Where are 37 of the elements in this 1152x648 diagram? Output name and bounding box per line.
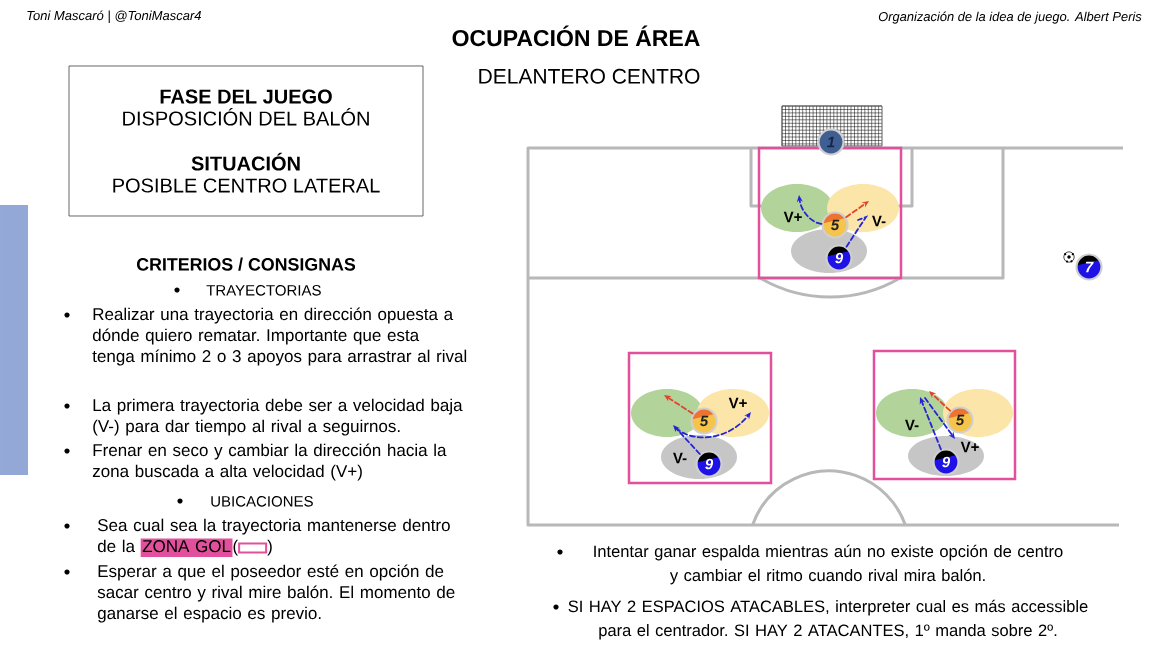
section-heading: CRITERIOS / CONSIGNAS bbox=[136, 257, 356, 271]
arrow bbox=[924, 397, 955, 439]
arrow bbox=[919, 397, 942, 451]
side-bar bbox=[0, 205, 28, 475]
zone-box bbox=[757, 146, 903, 280]
title: OCUPACIÓN DE ÁREA bbox=[452, 25, 700, 47]
dashed-line bbox=[845, 215, 869, 248]
player-token: 5 bbox=[821, 211, 849, 239]
bullet-text: Frenar en seco y cambiar la dirección hacia la zona buscada a alta velocidad (V+) bbox=[92, 443, 447, 481]
highlighted-text: ZONA GOL bbox=[140, 538, 233, 557]
subtitle: DELANTERO CENTRO bbox=[479, 68, 700, 84]
info-box: FASE DEL JUEGO DISPOSICIÓN DEL BALÓN SITUACIÓN POSIBLE CENTRO LATERAL bbox=[68, 65, 424, 217]
bullet-text: Realizar una trayectoria en dirección opuesta a dónde quiero rematar. Importante que esta tenga mínimo 2 o 3 apoyos para arrastrar al rival bbox=[92, 307, 467, 366]
arrow bbox=[929, 391, 951, 412]
list-heading: UBICACIONES bbox=[211, 496, 313, 507]
arrow bbox=[796, 195, 823, 225]
list-heading: TRAYECTORIAS bbox=[206, 285, 321, 296]
bullet-text: Intentar ganar espalda mientras aún no existe opción de centro y cambiar el ritmo cuando rival mira balón. bbox=[594, 544, 1063, 585]
player-token: 9 bbox=[825, 244, 853, 272]
bullet-text: Esperar a que el poseedor esté en opción de sacar centro y rival mire balón. El momento de ganarse el espacio es previo. bbox=[97, 564, 455, 623]
arrow bbox=[673, 425, 701, 455]
player-token: 7 bbox=[1075, 253, 1103, 281]
arrow bbox=[845, 201, 869, 219]
player-token: 5 bbox=[946, 406, 974, 434]
zone-box bbox=[872, 349, 1017, 481]
player-token: 1 bbox=[817, 128, 845, 156]
bullet-text: SI HAY 2 ESPACIOS ATACABLES, interpreter cual es más accessible para el centrador. SI HAY 2 ATACANTES, 1º manda sobre 2º. bbox=[568, 599, 1088, 640]
player-token: 9 bbox=[695, 450, 723, 478]
zone-box bbox=[627, 351, 773, 485]
bullet-text: La primera trayectoria debe ser a velocidad baja (V-) para dar tiempo al rival a seguirnos. bbox=[93, 398, 463, 436]
player-token: 9 bbox=[932, 448, 960, 476]
player-token: 5 bbox=[690, 407, 718, 435]
bullet-text: Sea cual sea la trayectoria mantenerse dentro de la ZONA GOL ( ) bbox=[97, 518, 450, 557]
arrow bbox=[664, 395, 694, 415]
arrow bbox=[675, 412, 751, 439]
header-text: Organización de la idea de juego. Albert Peris bbox=[878, 11, 1142, 24]
header-text: Toni Mascaró | @ToniMascar4 bbox=[27, 10, 201, 23]
